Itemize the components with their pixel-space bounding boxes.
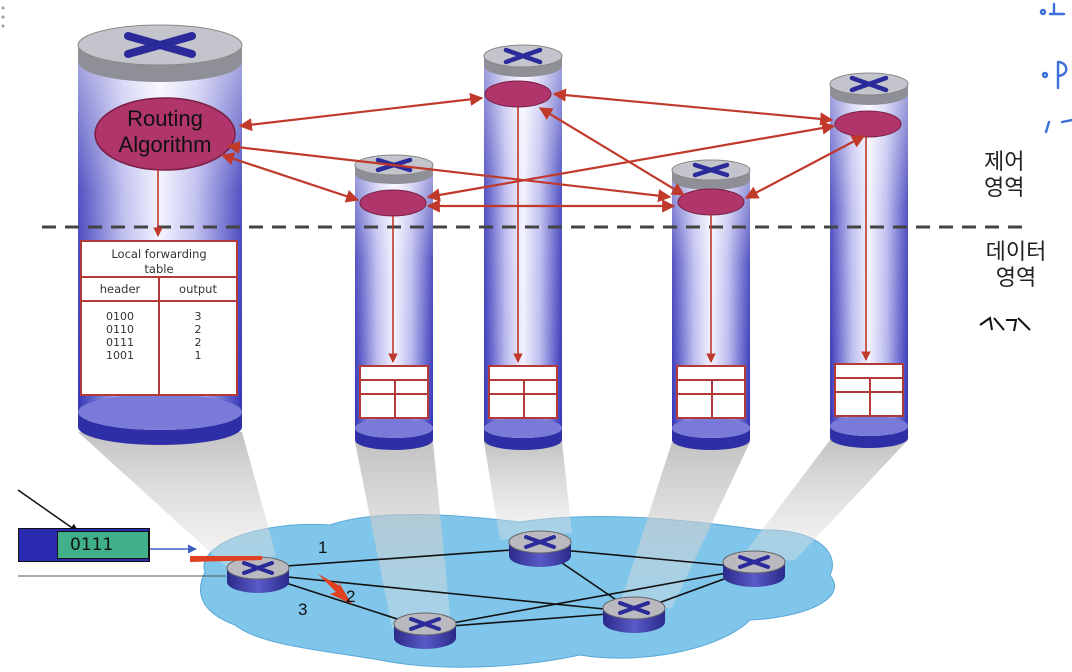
packet: 0111 (18, 528, 150, 562)
column-header-header: header (82, 278, 160, 300)
data-plane-label: 데이터 영역 (976, 240, 1056, 292)
routing-algorithm-line2: Algorithm (119, 132, 212, 157)
output-column: 3 2 2 1 (160, 302, 236, 394)
network-links (257, 547, 755, 629)
control-plane-label: 제어 영역 (984, 150, 1024, 202)
router-icon (722, 550, 786, 587)
handwriting-scribble (979, 316, 1031, 332)
table-cell: 0110 (106, 323, 134, 336)
table-cell: 0100 (106, 310, 134, 323)
router-icon (354, 154, 434, 184)
control-agent-b (359, 189, 427, 217)
grip-dots-icon (1, 6, 5, 28)
table-cell: 2 (194, 323, 202, 336)
control-agent-c (484, 80, 552, 108)
control-messages (220, 88, 866, 213)
router-icon (226, 556, 290, 593)
control-plane-label-line1: 제어 (984, 150, 1025, 175)
table-cell: 3 (194, 310, 202, 323)
routing-algorithm-oval (94, 97, 236, 171)
mini-forwarding-table (676, 365, 746, 419)
port-label-1: 1 (318, 538, 328, 557)
router-icon (483, 44, 563, 77)
mini-forwarding-table (488, 365, 558, 419)
packet-path-in (190, 556, 262, 562)
pointer-line (17, 489, 79, 533)
table-cell: 1001 (106, 349, 134, 362)
router-icon (602, 596, 666, 633)
packet-header-value: 0111 (57, 531, 149, 559)
router-icon (77, 24, 243, 82)
router-icon (393, 612, 457, 649)
header-column: 0100 0110 0111 1001 (82, 302, 160, 394)
projection-beams (78, 432, 908, 628)
forwarding-table-title-line2: table (144, 262, 174, 276)
table-cell: 1 (194, 349, 202, 362)
table-install-arrows (153, 107, 871, 363)
mini-forwarding-table (359, 365, 429, 419)
control-agent-d (677, 188, 745, 216)
port-label-2: 2 (346, 587, 356, 606)
local-forwarding-table: Local forwarding table header output 010… (80, 240, 238, 396)
network-routers (226, 530, 786, 649)
column-header-output: output (179, 282, 217, 296)
forward-arrow (318, 574, 352, 604)
table-cell: 0111 (106, 336, 134, 349)
control-agent-e (834, 110, 902, 138)
table-cell: 2 (194, 336, 202, 349)
data-plane-label-line1: 데이터 (985, 240, 1047, 265)
data-plane-label-line2: 영역 (995, 266, 1037, 291)
router-icon (508, 530, 572, 567)
forwarding-table-title-line1: Local forwarding (111, 247, 207, 261)
mini-forwarding-table (834, 363, 904, 417)
routing-algorithm-line1: Routing (127, 106, 203, 131)
port-label-3: 3 (298, 600, 308, 619)
handwriting-scribble (1039, 2, 1072, 134)
router-icon (829, 72, 909, 105)
router-icon (671, 159, 751, 190)
control-plane-label-line2: 영역 (984, 176, 1025, 201)
